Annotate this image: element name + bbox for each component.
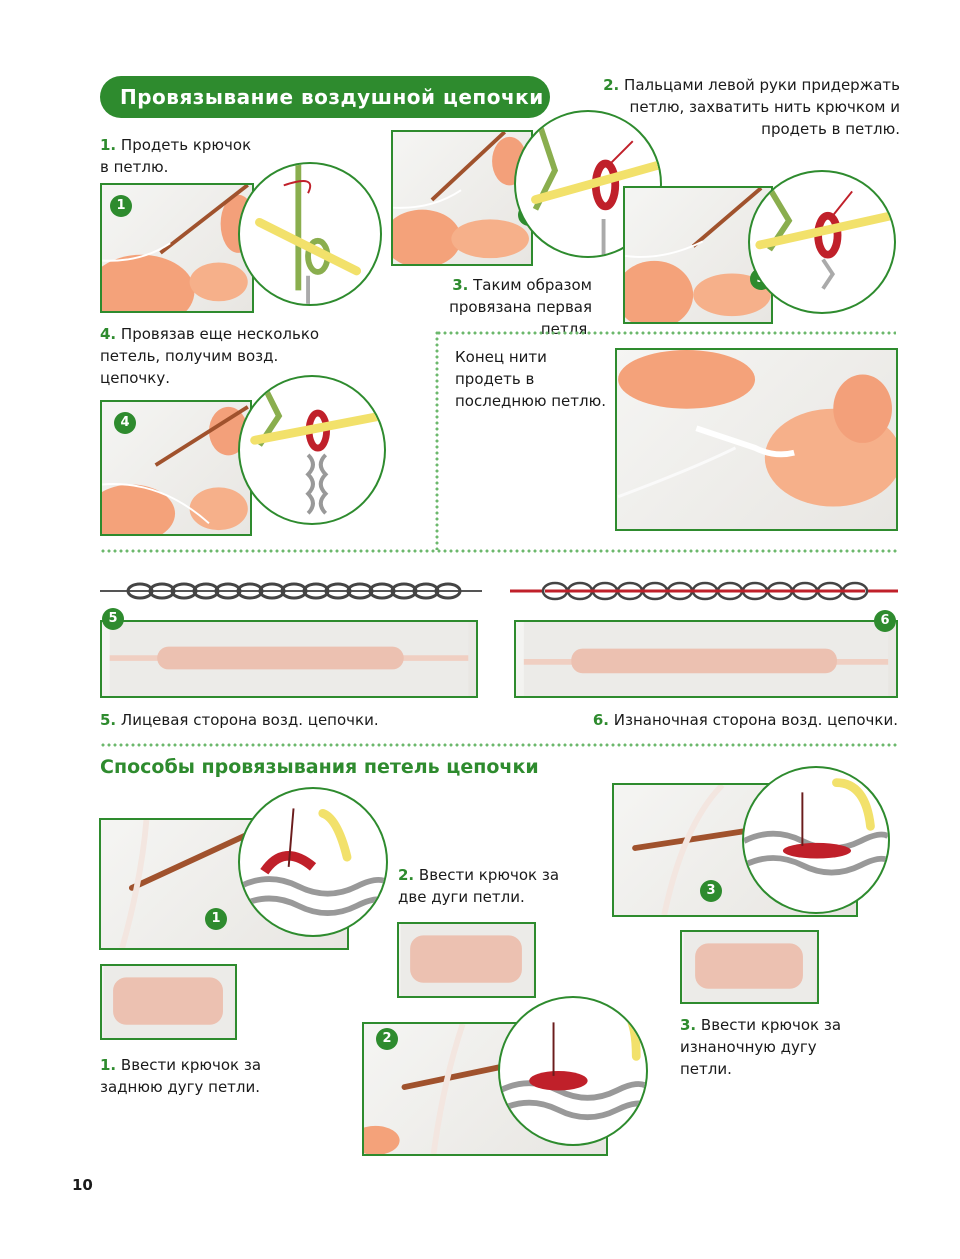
- chain-photo-icon: [523, 622, 889, 696]
- end-photo: [615, 348, 898, 531]
- swatch-photo-icon: [683, 932, 816, 1002]
- step1-number: 1.: [100, 136, 117, 154]
- step1-diagram: [238, 162, 382, 306]
- method2-swatch: [397, 922, 536, 998]
- method3-diagram: [742, 766, 890, 914]
- hand-hook-photo-icon: [632, 785, 765, 915]
- step2-photo: [391, 130, 533, 266]
- step1-badge: 1: [110, 195, 132, 217]
- method1-caption: 1. Ввести крючок за заднюю дугу петли.: [100, 1054, 270, 1098]
- method1-swatch: [100, 964, 237, 1040]
- method3-badge: 3: [700, 880, 722, 902]
- step2-diagram: [514, 110, 662, 258]
- loop-diagram-icon: [255, 164, 362, 304]
- method2-badge: 2: [376, 1028, 398, 1050]
- page-number: 10: [72, 1176, 93, 1194]
- method3-swatch: [680, 930, 819, 1004]
- loop-diagram-icon: [744, 778, 888, 876]
- step1-photo: [100, 183, 254, 313]
- step5-text: Лицевая сторона возд. цепочки.: [120, 711, 379, 729]
- chain-front-photo: [100, 620, 478, 698]
- step3-number: 3.: [452, 276, 469, 294]
- step4-badge: 4: [114, 412, 136, 434]
- hand-hook-photo-icon: [364, 1024, 524, 1154]
- step6-number: 6.: [592, 711, 609, 729]
- step3-text: Таким образом провязана первая петля.: [449, 276, 592, 338]
- step3-photo: [623, 186, 773, 324]
- method3-caption: 3. Ввести крючок за изнаночную дугу петл…: [680, 1014, 850, 1080]
- step1-text: Продеть крючок в петлю.: [100, 136, 252, 176]
- step6-caption: 6. Изнаночная сторона возд. цепочки.: [570, 709, 898, 731]
- dotted-divider: [436, 330, 896, 336]
- method1-diagram: [238, 787, 388, 937]
- method3-number: 3.: [680, 1016, 697, 1034]
- step3-caption: 3. Таким образом провязана первая петля.: [400, 274, 592, 340]
- chain-diagram-icon: [100, 582, 482, 600]
- step4-diagram: [238, 375, 386, 525]
- dotted-divider: [100, 548, 898, 554]
- end-caption: Конец нити продеть в последнюю петлю.: [455, 348, 607, 410]
- step2-caption: 2. Пальцами левой руки придержать петлю,…: [600, 74, 900, 140]
- hand-hook-photo-icon: [119, 820, 261, 948]
- swatch-photo-icon: [400, 924, 533, 996]
- dotted-divider: [100, 742, 898, 748]
- chain-back-photo: [514, 620, 898, 698]
- hand-hook-photo-icon: [617, 350, 896, 507]
- step6-text: Изнаночная сторона возд. цепочки.: [613, 711, 898, 729]
- method2-number: 2.: [398, 866, 415, 884]
- chain-back-diagram: [510, 572, 898, 610]
- step2-text: Пальцами левой руки придержать петлю, за…: [624, 76, 900, 138]
- loop-diagram-icon: [500, 1003, 646, 1121]
- loop-diagram-icon: [755, 172, 894, 290]
- method1-badge: 1: [205, 908, 227, 930]
- step1-caption: 1. Продеть крючок в петлю.: [100, 134, 260, 178]
- hand-hook-photo-icon: [393, 132, 529, 264]
- chain-back-badge: 6: [874, 610, 896, 632]
- step3-diagram: [748, 170, 896, 314]
- chain-front-badge: 5: [102, 608, 124, 630]
- method3-text: Ввести крючок за изнаночную дугу петли.: [680, 1016, 842, 1078]
- loop-diagram-icon: [240, 808, 386, 917]
- loop-diagram-icon: [531, 112, 660, 256]
- method2-diagram: [498, 996, 648, 1146]
- step5-number: 5.: [100, 711, 117, 729]
- step4-caption: 4. Провязав еще несколько петель, получи…: [100, 323, 330, 389]
- swatch-photo-icon: [103, 966, 234, 1038]
- step2-number: 2.: [603, 76, 620, 94]
- method2-text: Ввести крючок за две дуги петли.: [398, 866, 560, 906]
- section2-title: Способы провязывания петель цепочки: [100, 756, 539, 778]
- step4-number: 4.: [100, 325, 117, 343]
- step5-caption: 5. Лицевая сторона возд. цепочки.: [100, 709, 400, 731]
- chain-photo-icon: [109, 622, 469, 696]
- section-title-pill: Провязывание воздушной цепочки: [100, 76, 550, 118]
- method1-number: 1.: [100, 1056, 117, 1074]
- chain-diagram-icon: [510, 581, 898, 601]
- method1-text: Ввести крючок за заднюю дугу петли.: [100, 1056, 262, 1096]
- method2-caption: 2. Ввести крючок за две дуги петли.: [398, 864, 568, 908]
- step4-text: Провязав еще несколько петель, получим в…: [100, 325, 320, 387]
- dotted-divider-vertical: [434, 330, 440, 550]
- chain-diagram-icon: [250, 377, 384, 515]
- chain-front-diagram: [100, 572, 482, 610]
- hand-hook-photo-icon: [625, 188, 771, 322]
